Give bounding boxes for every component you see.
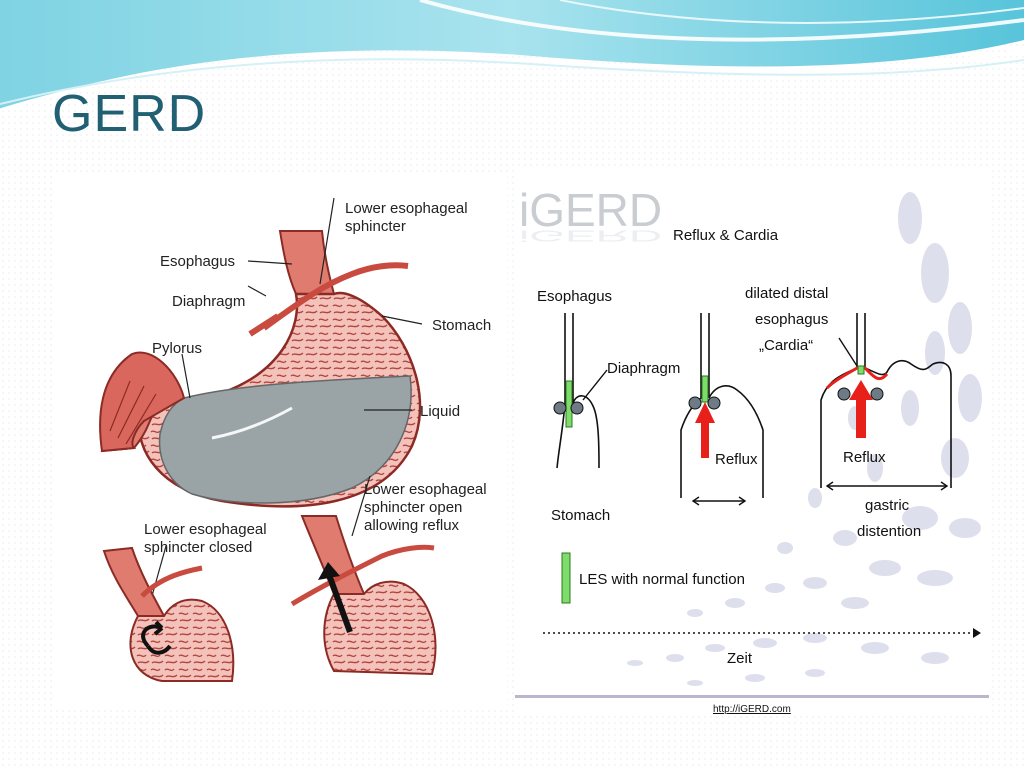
diaphragm-ball-3a: [837, 387, 851, 401]
diaphragm-ball-2a: [688, 396, 702, 410]
diaphragm-ball-2b: [707, 396, 721, 410]
label-esophagus-right: Esophagus: [537, 288, 612, 305]
label-stomach: Stomach: [432, 317, 491, 334]
les-green-bar-3: [857, 365, 865, 375]
reflux-arrow-3: [849, 380, 873, 438]
igerd-logo-reflection: iGERD: [519, 227, 662, 245]
diaphragm-ball-3b: [870, 387, 884, 401]
label-dilated-line1: dilated distal: [745, 285, 828, 302]
label-pylorus: Pylorus: [152, 340, 202, 357]
les-green-bar-1: [565, 380, 573, 428]
label-reflux-right: Reflux: [843, 449, 886, 466]
main-stomach-illustration: [99, 230, 422, 508]
decorative-ellipse-pattern: [627, 192, 982, 686]
label-gastric-line2: distention: [857, 523, 921, 540]
time-axis-label: Zeit: [727, 650, 753, 667]
les-green-bar-2: [701, 375, 709, 403]
time-axis-arrowhead: [973, 628, 981, 638]
diaphragm-ball-1a: [553, 401, 567, 415]
reflux-arrow-2: [695, 402, 715, 458]
label-gastric-line1: gastric: [865, 497, 910, 514]
closed-sphincter-illustration: [102, 546, 235, 682]
label-diaphragm-right: Diaphragm: [607, 360, 680, 377]
legend-les-swatch: [561, 552, 571, 604]
diaphragm-ball-1b: [570, 401, 584, 415]
igerd-logo: iGERD: [519, 184, 662, 236]
label-stomach-right: Stomach: [551, 507, 610, 524]
label-open-line2: sphincter open: [364, 499, 462, 516]
header-wave-decoration: [0, 0, 1024, 112]
label-reflux-mid: Reflux: [715, 451, 758, 468]
label-open-line1: Lower esophageal: [364, 481, 487, 498]
reflux-schematic: [680, 313, 764, 498]
legend-les-label: LES with normal function: [579, 571, 745, 588]
label-diaphragm: Diaphragm: [172, 293, 245, 310]
label-dilated-line3: „Cardia“: [759, 337, 813, 354]
label-open-line3: allowing reflux: [364, 517, 460, 534]
normal-les-schematic: [556, 313, 600, 469]
source-link[interactable]: http://iGERD.com: [713, 704, 791, 715]
label-closed-line1: Lower esophageal: [144, 521, 267, 538]
label-les-top-line1: Lower esophageal: [345, 200, 468, 217]
label-les-top-line2: sphincter: [345, 218, 406, 235]
footer-divider: [515, 695, 989, 698]
reflux-cardia-diagram: iGERD iGERD Reflux & Cardia Esophagus Di…: [515, 168, 989, 715]
slide-title: GERD: [52, 85, 207, 143]
label-dilated-line2: esophagus: [755, 311, 828, 328]
label-esophagus: Esophagus: [160, 253, 235, 270]
open-sphincter-illustration: [290, 515, 437, 676]
diagram-heading: Reflux & Cardia: [673, 227, 779, 244]
label-closed-line2: sphincter closed: [144, 539, 252, 556]
stomach-anatomy-figure: Lower esophageal sphincter Esophagus Dia…: [52, 176, 507, 706]
label-liquid: Liquid: [420, 403, 460, 420]
